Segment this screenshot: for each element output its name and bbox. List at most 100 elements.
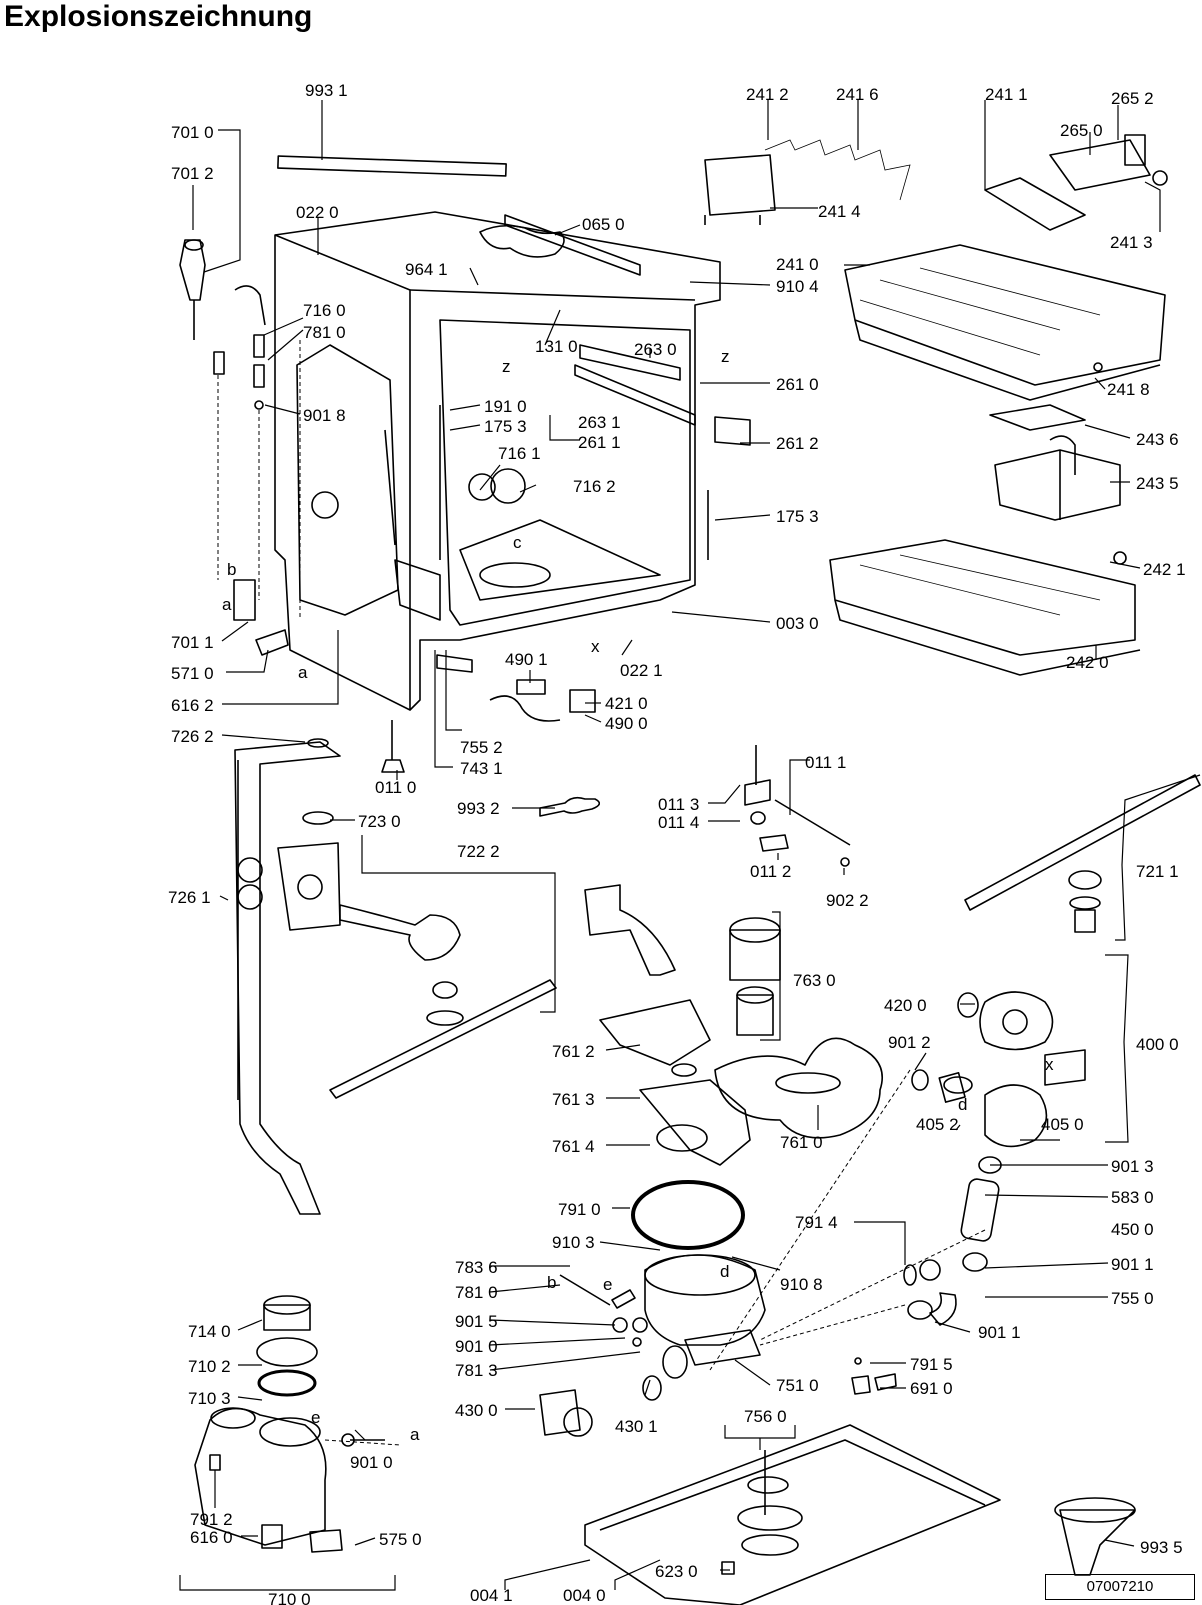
part-label: 910 4 bbox=[776, 277, 819, 296]
part-label: 901 1 bbox=[978, 1323, 1021, 1342]
part-label: 901 0 bbox=[455, 1337, 498, 1356]
part-label: 490 0 bbox=[605, 714, 648, 733]
part-label: 993 2 bbox=[457, 799, 500, 818]
part-label: 241 1 bbox=[985, 85, 1028, 104]
marker-x: x bbox=[591, 637, 600, 656]
part-label: 011 4 bbox=[658, 813, 699, 832]
part-label: 902 2 bbox=[826, 891, 869, 910]
part-label: 261 2 bbox=[776, 434, 819, 453]
part-label: 241 4 bbox=[818, 202, 861, 221]
part-label: 710 3 bbox=[188, 1389, 231, 1408]
part-label: 716 0 bbox=[303, 301, 346, 320]
part-label: 701 1 bbox=[171, 633, 214, 652]
marker-e: e bbox=[311, 1408, 320, 1427]
part-label: 993 5 bbox=[1140, 1538, 1183, 1557]
part-label: 004 0 bbox=[563, 1586, 606, 1605]
sump-pump-assembly bbox=[539, 884, 1136, 1576]
part-label: 783 6 bbox=[455, 1258, 498, 1277]
part-label: 901 1 bbox=[1111, 1255, 1154, 1274]
marker-a: a bbox=[410, 1425, 420, 1444]
document-number: 07007210 bbox=[1045, 1574, 1195, 1600]
marker-b: b bbox=[547, 1273, 556, 1292]
part-label: 261 0 bbox=[776, 375, 819, 394]
part-label: 710 0 bbox=[268, 1590, 311, 1605]
marker-a: a bbox=[222, 595, 232, 614]
marker-z: z bbox=[721, 347, 730, 366]
part-label: 761 4 bbox=[552, 1137, 595, 1156]
part-label: 175 3 bbox=[776, 507, 819, 526]
part-label: 175 3 bbox=[484, 417, 527, 436]
leader-lines bbox=[179, 100, 1201, 1591]
inlet-parts bbox=[179, 155, 507, 656]
part-label: 131 0 bbox=[535, 337, 578, 356]
part-label: 575 0 bbox=[379, 1530, 422, 1549]
part-label: 265 0 bbox=[1060, 121, 1103, 140]
marker-b: b bbox=[227, 560, 236, 579]
part-label: 791 4 bbox=[795, 1213, 838, 1232]
part-label: 571 0 bbox=[171, 664, 214, 683]
part-label: 263 0 bbox=[634, 340, 677, 359]
part-label: 755 2 bbox=[460, 738, 503, 757]
part-label: 421 0 bbox=[605, 694, 648, 713]
part-label: 781 3 bbox=[455, 1361, 498, 1380]
marker-x: x bbox=[1045, 1055, 1054, 1074]
part-label: 756 0 bbox=[744, 1407, 787, 1426]
part-label: 791 5 bbox=[910, 1355, 953, 1374]
part-label: 623 0 bbox=[655, 1562, 698, 1581]
part-label: 616 2 bbox=[171, 696, 214, 715]
part-label: 490 1 bbox=[505, 650, 548, 669]
part-label: 910 3 bbox=[552, 1233, 595, 1252]
part-label: 191 0 bbox=[484, 397, 527, 416]
part-label: 716 2 bbox=[573, 477, 616, 496]
part-label: 430 0 bbox=[455, 1401, 498, 1420]
part-label: 721 1 bbox=[1136, 862, 1179, 881]
spray-arms bbox=[234, 738, 1201, 1215]
marker-e: e bbox=[603, 1275, 612, 1294]
part-label: 243 5 bbox=[1136, 474, 1179, 493]
part-label: 450 0 bbox=[1111, 1220, 1154, 1239]
dishwasher-tub bbox=[274, 211, 751, 711]
part-label: 011 2 bbox=[750, 862, 791, 881]
part-label: 691 0 bbox=[910, 1379, 953, 1398]
part-label: 003 0 bbox=[776, 614, 819, 633]
part-label: 723 0 bbox=[358, 812, 401, 831]
part-label: 781 0 bbox=[455, 1283, 498, 1302]
part-labels: 993 1 701 0 701 2 022 0 065 0 964 1 910 … bbox=[168, 81, 1186, 1605]
part-label: 964 1 bbox=[405, 260, 448, 279]
part-label: 901 0 bbox=[350, 1453, 393, 1472]
part-label: 004 1 bbox=[470, 1586, 513, 1605]
part-label: 714 0 bbox=[188, 1322, 231, 1341]
part-label: 022 1 bbox=[620, 661, 663, 680]
part-label: 011 3 bbox=[658, 795, 699, 814]
part-label: 710 2 bbox=[188, 1357, 231, 1376]
part-label: 791 2 bbox=[190, 1510, 233, 1529]
part-label: 583 0 bbox=[1111, 1188, 1154, 1207]
base-and-softener bbox=[194, 1295, 1001, 1605]
marker-z: z bbox=[502, 357, 511, 376]
part-label: 420 0 bbox=[884, 996, 927, 1015]
marker-d: d bbox=[958, 1095, 967, 1114]
part-label: 405 2 bbox=[916, 1115, 959, 1134]
part-label: 616 0 bbox=[190, 1528, 233, 1547]
part-label: 241 3 bbox=[1110, 233, 1153, 252]
part-label: 755 0 bbox=[1111, 1289, 1154, 1308]
baskets bbox=[704, 134, 1168, 676]
part-label: 241 0 bbox=[776, 255, 819, 274]
part-label: 726 1 bbox=[168, 888, 211, 907]
part-label: 243 6 bbox=[1136, 430, 1179, 449]
part-label: 901 5 bbox=[455, 1312, 498, 1331]
part-label: 761 2 bbox=[552, 1042, 595, 1061]
part-label: 726 2 bbox=[171, 727, 214, 746]
small-parts-lower bbox=[381, 654, 851, 867]
marker-a: a bbox=[298, 663, 308, 682]
page-title: Explosionszeichnung bbox=[4, 0, 313, 33]
part-label: 701 0 bbox=[171, 123, 214, 142]
part-label: 263 1 bbox=[578, 413, 621, 432]
part-label: 065 0 bbox=[582, 215, 625, 234]
part-label: 011 1 bbox=[805, 753, 846, 772]
part-label: 242 0 bbox=[1066, 653, 1109, 672]
part-label: 405 0 bbox=[1041, 1115, 1084, 1134]
part-label: 430 1 bbox=[615, 1417, 658, 1436]
